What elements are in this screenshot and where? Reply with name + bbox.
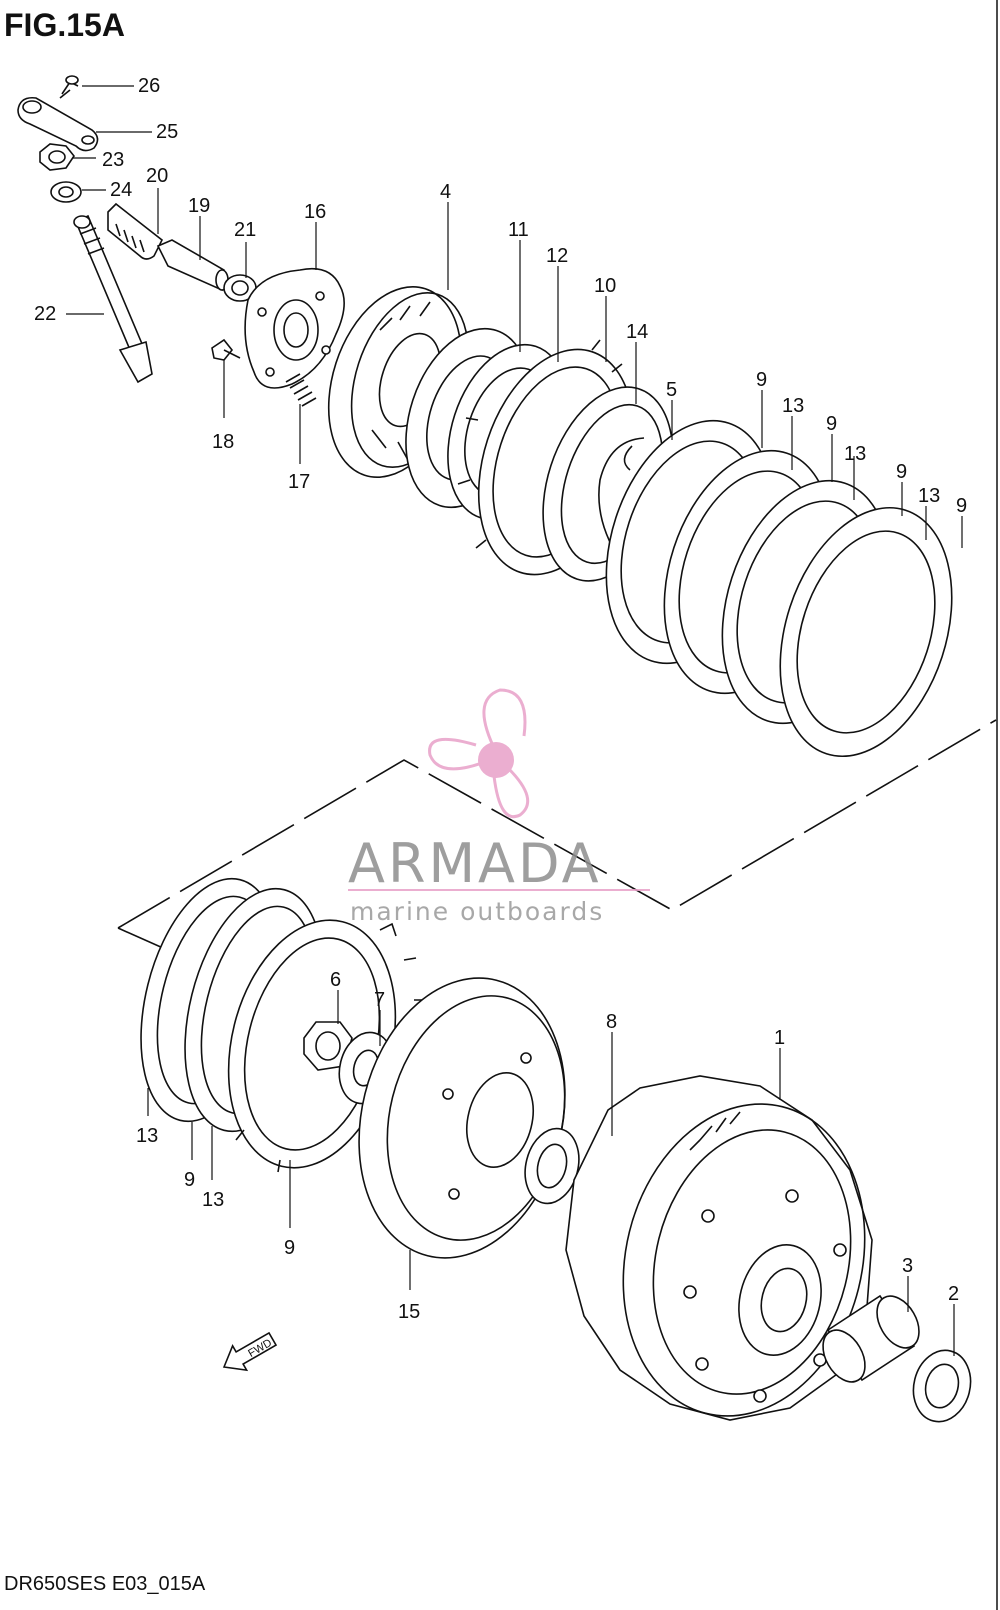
callout-15: 15 (398, 1301, 420, 1323)
part-20-pinion (107, 202, 164, 260)
callout-9-d: 9 (956, 495, 967, 517)
part-22-release-shaft (73, 214, 153, 384)
callout-1: 1 (774, 1027, 785, 1049)
callout-13-a: 13 (782, 395, 804, 417)
callout-13-d: 13 (136, 1125, 158, 1147)
callout-20: 20 (146, 165, 168, 187)
callout-17: 17 (288, 471, 310, 493)
callout-18: 18 (212, 431, 234, 453)
fwd-arrow-icon: FWD (222, 1331, 278, 1372)
watermark-tagline: marine outboards (350, 897, 604, 926)
propeller-logo-icon (428, 688, 530, 819)
callout-9-a: 9 (756, 369, 767, 391)
watermark: ARMADA marine outboards (348, 688, 650, 926)
callout-23: 23 (102, 149, 124, 171)
callout-9-f: 9 (284, 1237, 295, 1259)
callout-16: 16 (304, 201, 326, 223)
callout-5: 5 (666, 379, 677, 401)
figure-title: FIG.15A (4, 7, 125, 43)
figure-footer: DR650SES E03_015A (4, 1573, 206, 1595)
part-25-lever (17, 96, 99, 152)
callout-13-b: 13 (844, 443, 866, 465)
part-18-bolt (211, 338, 241, 361)
part-1-clutch-housing (565, 1075, 873, 1421)
callout-9-c: 9 (896, 461, 907, 483)
assembly-outline (117, 719, 997, 929)
watermark-brand: ARMADA (348, 832, 602, 895)
callout-4: 4 (440, 181, 451, 203)
part-17-spring (285, 373, 317, 407)
callout-14: 14 (626, 321, 648, 343)
part-19-shaft (156, 239, 229, 292)
callout-12: 12 (546, 245, 568, 267)
callout-3: 3 (902, 1255, 913, 1277)
callout-8: 8 (606, 1011, 617, 1033)
fwd-label: FWD (246, 1337, 274, 1360)
callout-6: 6 (330, 969, 341, 991)
part-23-nut (39, 143, 75, 171)
plate-stack-upper (605, 419, 953, 758)
callout-21: 21 (234, 219, 256, 241)
part-21-bearing (223, 274, 257, 302)
callout-9-b: 9 (826, 413, 837, 435)
callout-22: 22 (34, 303, 56, 325)
leader-lines (66, 85, 963, 1356)
part-24-washer (50, 181, 82, 203)
callout-13-e: 13 (202, 1189, 224, 1211)
part-26-screw (59, 75, 79, 99)
callout-11: 11 (508, 219, 529, 241)
part-2-washer (912, 1349, 972, 1423)
part-16-pressure-plate (244, 267, 345, 389)
callout-26: 26 (138, 75, 160, 97)
callout-7: 7 (374, 989, 385, 1011)
callout-25: 25 (156, 121, 178, 143)
callouts: 26 25 23 24 20 19 21 16 4 11 12 10 14 5 … (34, 75, 967, 1323)
callout-10: 10 (594, 275, 616, 297)
callout-13-c: 13 (918, 485, 940, 507)
callout-2: 2 (948, 1283, 959, 1305)
callout-19: 19 (188, 195, 210, 217)
callout-24: 24 (110, 179, 132, 201)
callout-9-e: 9 (184, 1169, 195, 1191)
